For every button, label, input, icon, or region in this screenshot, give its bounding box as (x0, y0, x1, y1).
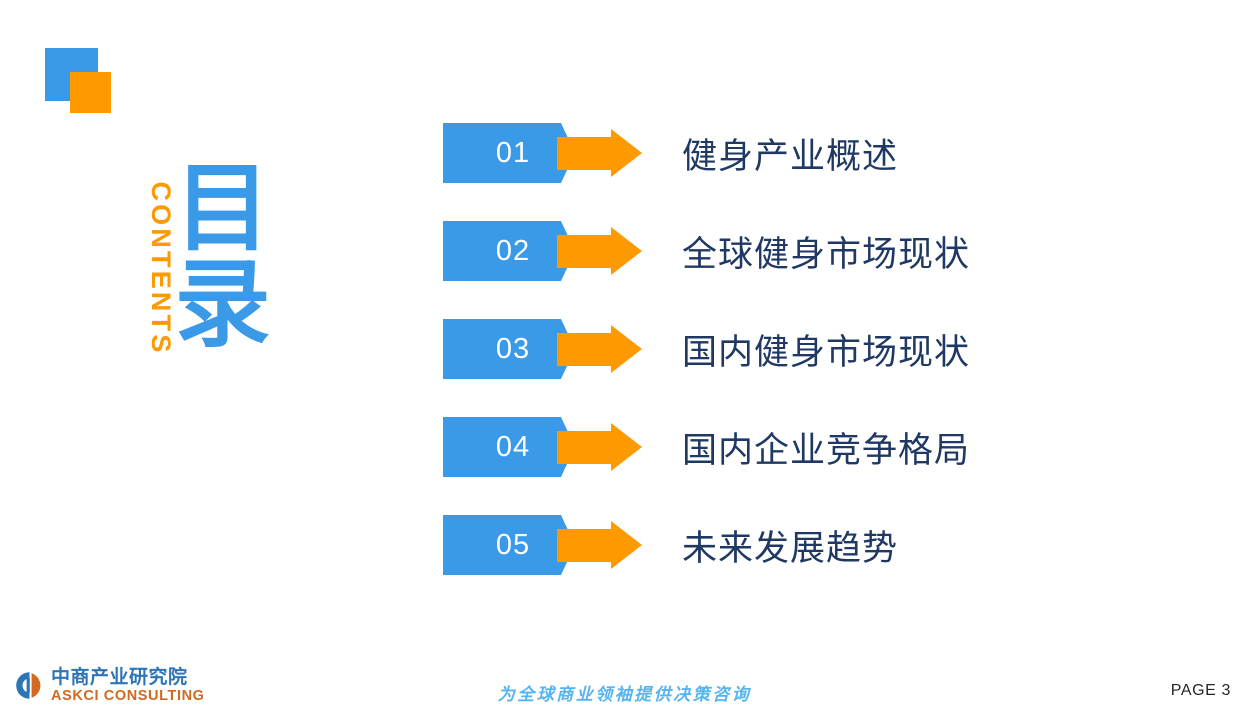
agenda-item-number: 02 (495, 234, 531, 267)
footer-tagline: 为全球商业领袖提供决策咨询 (497, 685, 752, 705)
page-number: PAGE 3 (1170, 682, 1231, 699)
arrow-shaft (557, 529, 611, 562)
number-chevron: 05 (443, 515, 575, 575)
chevron-body (443, 123, 561, 183)
brand-logo: 中商产业研究院 ASKCI CONSULTING (14, 668, 205, 704)
agenda-item-01[interactable]: 01 健身产业概述 (443, 123, 1143, 183)
contents-heading-block: CONTENTS 目录 (95, 157, 285, 415)
slide-footer: 中商产业研究院 ASKCI CONSULTING 为全球商业领袖提供决策咨询 P… (0, 660, 1249, 720)
agenda-item-number: 03 (495, 332, 531, 365)
arrow-head (611, 129, 642, 177)
agenda-item-02[interactable]: 02 全球健身市场现状 (443, 221, 1143, 281)
arrow-right-icon (557, 227, 642, 276)
brand-name-cn: 中商产业研究院 (51, 666, 188, 688)
contents-label-cn: 目录 (158, 157, 270, 349)
agenda-item-number: 01 (495, 136, 531, 169)
arrow-head (611, 521, 642, 569)
askci-circle-logo-icon (14, 670, 45, 701)
number-chevron: 01 (443, 123, 575, 183)
number-chevron: 03 (443, 319, 575, 379)
arrow-shaft (557, 235, 611, 268)
agenda-item-title: 全球健身市场现状 (682, 234, 971, 275)
agenda-item-number: 05 (495, 528, 531, 561)
chevron-body (443, 319, 561, 379)
arrow-right-icon (557, 325, 642, 374)
agenda-item-03[interactable]: 03 国内健身市场现状 (443, 319, 1143, 379)
arrow-head (611, 325, 642, 373)
arrow-shaft (557, 137, 611, 170)
agenda-item-title: 未来发展趋势 (682, 528, 899, 569)
decorative-square-orange (70, 72, 111, 113)
number-chevron: 02 (443, 221, 575, 281)
agenda-item-title: 国内企业竞争格局 (682, 430, 971, 471)
brand-text: 中商产业研究院 ASKCI CONSULTING (51, 668, 205, 704)
agenda-list: 01 健身产业概述 02 全球健身市场现状 03 国内健身市场现状 (443, 123, 1143, 575)
chevron-body (443, 221, 561, 281)
chevron-body (443, 417, 561, 477)
agenda-item-number: 04 (495, 430, 531, 463)
agenda-item-title: 健身产业概述 (682, 136, 899, 177)
brand-name-en: ASKCI CONSULTING (51, 688, 205, 704)
arrow-head (611, 227, 642, 275)
chevron-body (443, 515, 561, 575)
agenda-item-05[interactable]: 05 未来发展趋势 (443, 515, 1143, 575)
arrow-shaft (557, 431, 611, 464)
number-chevron: 04 (443, 417, 575, 477)
decorative-squares (0, 0, 200, 140)
arrow-right-icon (557, 129, 642, 178)
agenda-item-04[interactable]: 04 国内企业竞争格局 (443, 417, 1143, 477)
arrow-shaft (557, 333, 611, 366)
arrow-head (611, 423, 642, 471)
agenda-item-title: 国内健身市场现状 (682, 332, 971, 373)
arrow-right-icon (557, 423, 642, 472)
arrow-right-icon (557, 521, 642, 570)
